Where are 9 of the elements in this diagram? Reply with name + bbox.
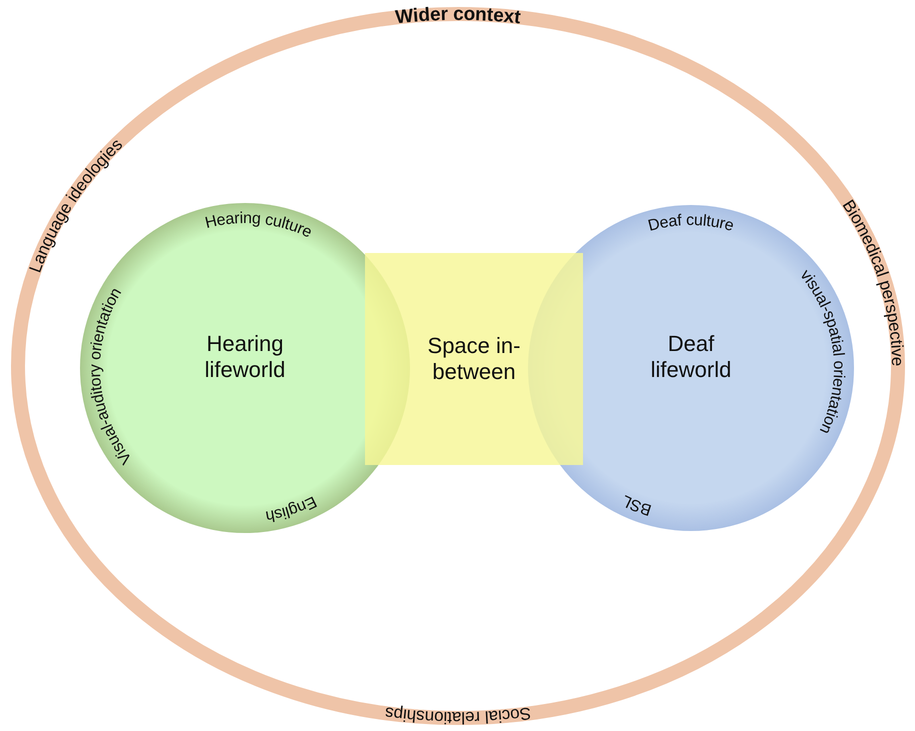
center-label: Hearing lifeworld <box>204 331 286 383</box>
ring-label: BSL <box>619 492 654 519</box>
ring-label: Hearing culture <box>203 209 315 242</box>
heading: Wider context <box>394 3 522 28</box>
ring-label: Social relationships <box>384 704 532 728</box>
ring-label: English <box>264 492 320 525</box>
center-label: Deaf lifeworld <box>650 331 732 383</box>
center-label: Space in-between <box>426 333 522 385</box>
ring-label: Deaf culture <box>646 211 736 234</box>
